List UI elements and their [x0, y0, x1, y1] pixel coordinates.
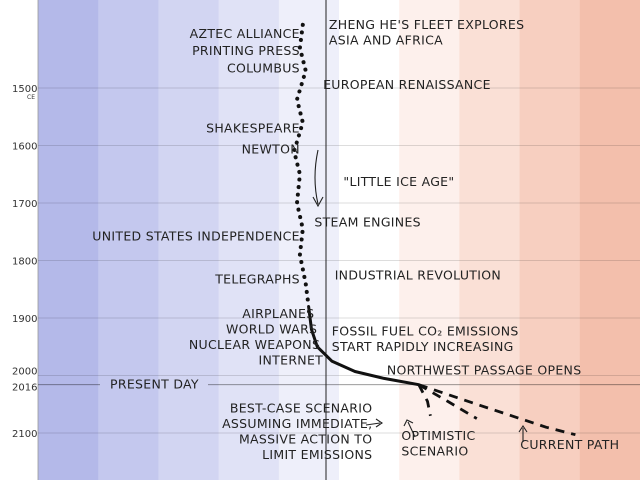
annotation-7-line-1: WORLD WARS: [226, 322, 317, 337]
series-line-2: [418, 383, 576, 437]
annotation-6: TELEGRAPHS: [214, 272, 300, 287]
band-9: [579, 0, 640, 480]
y-tick-2000: 2000: [12, 367, 37, 378]
annotation-4: NEWTON: [242, 142, 300, 157]
annotation-10: "LITTLE ICE AGE": [343, 174, 454, 189]
annotation-0-line-0: AZTEC ALLIANCE: [190, 26, 300, 41]
annotation-2: COLUMBUS: [227, 60, 300, 75]
y-tick-1500: 1500: [12, 84, 37, 95]
band-5: [339, 0, 400, 480]
annotation-12-line-0: INDUSTRIAL REVOLUTION: [335, 267, 501, 282]
annotation-1: PRINTING PRESS: [192, 43, 300, 58]
band-7: [459, 0, 521, 480]
annotation-16-line-0: OPTIMISTIC: [401, 428, 475, 443]
annotation-13-line-0: FOSSIL FUEL CO₂ EMISSIONS: [332, 323, 519, 338]
annotation-9: EUROPEAN RENAISSANCE: [323, 77, 491, 92]
scenario-arrowhead-2: [518, 425, 528, 433]
annotation-6-line-0: TELEGRAPHS: [214, 272, 300, 287]
annotation-15-line-1: ASSUMING IMMEDIATE,: [222, 416, 372, 431]
y-tick-2100: 2100: [12, 429, 37, 440]
series-line-3: [418, 383, 478, 420]
annotation-15-line-0: BEST-CASE SCENARIO: [230, 400, 373, 415]
annotation-14-line-0: NORTHWEST PASSAGE OPENS: [387, 362, 582, 377]
y-tick-1700: 1700: [12, 199, 37, 210]
annotation-15-line-3: LIMIT EMISSIONS: [262, 447, 372, 462]
annotation-4-line-0: NEWTON: [242, 142, 300, 157]
y-tick-sub-1500: CE: [27, 94, 35, 101]
annotation-16-line-1: SCENARIO: [401, 443, 468, 458]
annotation-17: CURRENT PATH: [520, 437, 619, 452]
annotation-9-line-0: EUROPEAN RENAISSANCE: [323, 77, 491, 92]
series-line-0: [292, 22, 311, 309]
annotation-7-line-0: AIRPLANES: [242, 306, 314, 321]
band-4: [278, 0, 340, 480]
annotation-8-line-1: ASIA AND AFRICA: [329, 32, 443, 47]
annotation-1-line-0: PRINTING PRESS: [192, 43, 300, 58]
annotation-2-line-0: COLUMBUS: [227, 60, 300, 75]
band-8: [519, 0, 581, 480]
annotation-14: NORTHWEST PASSAGE OPENS: [387, 362, 582, 377]
annotation-5: UNITED STATES INDEPENDENCE: [92, 228, 300, 243]
scenario-arrow-1: [407, 421, 416, 438]
annotation-17-line-0: CURRENT PATH: [520, 437, 619, 452]
annotation-7-line-3: INTERNET: [259, 353, 324, 368]
annotation-15-line-2: MASSIVE ACTION TO: [239, 431, 372, 446]
scenario-arrowhead-0: [375, 418, 383, 428]
y-tick-2016: 2016: [12, 383, 37, 394]
annotation-7-line-2: NUCLEAR WEAPONS: [189, 337, 320, 352]
annotation-10-line-0: "LITTLE ICE AGE": [343, 174, 454, 189]
series-line-4: [417, 384, 432, 417]
annotation-11: STEAM ENGINES: [314, 215, 420, 230]
y-tick-1800: 1800: [12, 257, 37, 268]
band-3: [218, 0, 280, 480]
band-2: [158, 0, 220, 480]
band-6: [399, 0, 460, 480]
annotation-12: INDUSTRIAL REVOLUTION: [335, 267, 501, 282]
band-0: [38, 0, 99, 480]
annotation-3: SHAKESPEARE: [206, 120, 300, 135]
present-day-label: PRESENT DAY: [110, 377, 199, 392]
scenario-arrowhead-1: [403, 419, 414, 427]
annotation-13-line-1: START RAPIDLY INCREASING: [332, 339, 514, 354]
annotation-11-line-0: STEAM ENGINES: [314, 215, 420, 230]
scenario-arrow-0: [365, 422, 381, 426]
band-1: [98, 0, 159, 480]
series-line-1: [307, 305, 421, 387]
y-tick-1900: 1900: [12, 314, 37, 325]
annotation-5-line-0: UNITED STATES INDEPENDENCE: [92, 228, 300, 243]
annotation-8-line-0: ZHENG HE'S FLEET EXPLORES: [329, 17, 524, 32]
y-tick-1600: 1600: [12, 142, 37, 153]
annotation-3-line-0: SHAKESPEARE: [206, 120, 300, 135]
annotation-0: AZTEC ALLIANCE: [190, 26, 300, 41]
ice-age-arrowhead: [312, 196, 324, 208]
ice-age-arrow: [314, 149, 319, 205]
